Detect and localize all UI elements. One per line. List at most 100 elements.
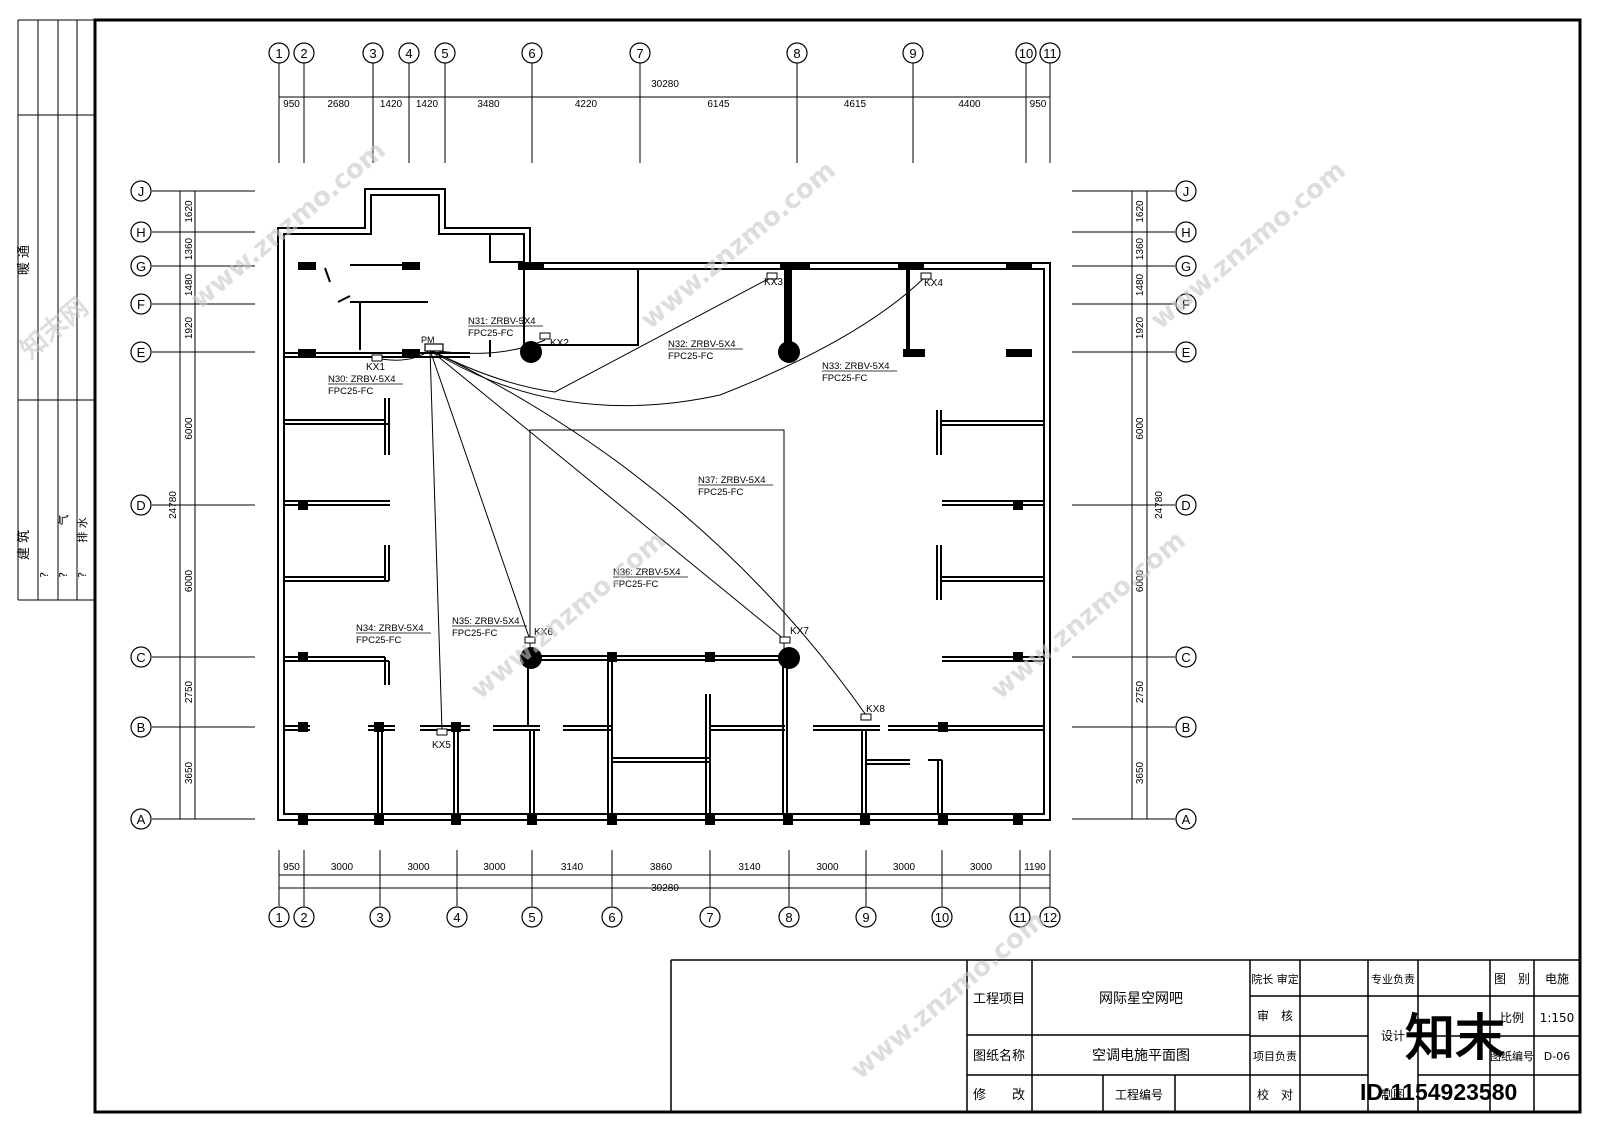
right-axis-A-bubble	[1175, 808, 1197, 830]
top-dim-1: 950	[283, 99, 300, 110]
bottom-axis-5-label: 5	[528, 910, 535, 925]
right-dim-5: 6000	[1135, 417, 1146, 440]
tb-category: 电施	[1545, 972, 1569, 986]
tb-director-review: 院长 审定	[1251, 972, 1299, 986]
circuit-n33-conduit: FPC25-FC	[822, 373, 868, 384]
right-dim-8: 3650	[1135, 761, 1146, 784]
right-axis-J-label: J	[1183, 184, 1190, 199]
right-axis-D-label: D	[1181, 498, 1190, 513]
right-axis-B-label: B	[1182, 720, 1191, 735]
column-11	[298, 500, 308, 510]
outlet-kx6-label: KX6	[534, 627, 553, 638]
column-17	[298, 722, 308, 732]
tb-revise-label: 修 改	[973, 1088, 1025, 1103]
left-axis-J-label: J	[138, 184, 145, 199]
top-axis-9-bubble	[902, 42, 924, 64]
column-16	[1013, 652, 1023, 662]
top-dim-7: 6145	[707, 99, 730, 110]
left-axis-C-label: C	[136, 650, 145, 665]
outlet-kx5-label: KX5	[432, 740, 451, 751]
right-dim-6: 6000	[1135, 569, 1146, 592]
left-axis-J-bubble	[130, 180, 152, 202]
circuit-n30-conduit: FPC25-FC	[328, 386, 374, 397]
outlet-kx7-label: KX7	[790, 626, 809, 637]
watermark-site-2: www.znzmo.com	[635, 155, 841, 335]
left-total-dim: 24780	[168, 491, 179, 519]
left-axis-B-label: B	[137, 720, 146, 735]
outlet-kx3-icon	[766, 272, 778, 280]
right-total-dim: 24780	[1154, 491, 1165, 519]
watermark-logo: 知末	[1405, 1010, 1505, 1066]
panel-pm-icon	[424, 343, 444, 352]
left-axis-A-label: A	[137, 812, 146, 827]
column-28	[860, 815, 870, 825]
outlet-kx7-icon	[779, 636, 791, 644]
right-axis-B-bubble	[1175, 716, 1197, 738]
right-axis-H-bubble	[1175, 221, 1197, 243]
side-hvac: 暖 通	[17, 245, 32, 275]
right-dim-1: 1620	[1135, 200, 1146, 223]
side-q1: ?	[38, 572, 51, 578]
tb-specialty-lead: 专业负责	[1371, 972, 1415, 986]
bottom-dim-9: 3000	[893, 862, 916, 873]
tb-project-name: 网际星空网吧	[1099, 991, 1183, 1007]
column-5	[898, 262, 924, 270]
column-22	[374, 815, 384, 825]
bottom-axis-8-bubble	[778, 906, 800, 928]
bottom-axis-3-bubble	[369, 906, 391, 928]
right-dim-2: 1360	[1135, 237, 1146, 260]
top-axis-5-bubble	[434, 42, 456, 64]
circuit-n37-conduit: FPC25-FC	[698, 487, 744, 498]
right-dim-7: 2750	[1135, 680, 1146, 703]
top-axis-8-label: 8	[793, 46, 800, 61]
column-10	[1006, 349, 1032, 357]
left-dim-6: 6000	[184, 569, 195, 592]
left-dim-8: 3650	[184, 761, 195, 784]
bottom-axis-3-label: 3	[376, 910, 383, 925]
left-dimension-chain: JHGFEDCBA1620136014801920600060002750365…	[130, 180, 255, 830]
top-axis-3-label: 3	[369, 46, 376, 61]
circuit-n31-cable: N31: ZRBV-5X4	[468, 316, 536, 327]
tb-drawing-name: 空调电施平面图	[1092, 1048, 1190, 1064]
tb-scale: 1:150	[1540, 1011, 1575, 1025]
tb-review: 审 核	[1257, 1008, 1293, 1023]
outlet-kx6-icon	[524, 636, 536, 644]
tb-design: 设计	[1381, 1029, 1405, 1043]
top-dim-2: 2680	[327, 99, 350, 110]
bottom-axis-4-bubble	[446, 906, 468, 928]
round-column-2	[778, 341, 800, 363]
column-9	[903, 349, 925, 357]
bottom-axis-11-bubble	[1009, 906, 1031, 928]
left-axis-E-label: E	[137, 345, 146, 360]
column-12	[1013, 500, 1023, 510]
bottom-axis-4-label: 4	[453, 910, 460, 925]
top-axis-6-label: 6	[528, 46, 535, 61]
side-gas: 气	[56, 515, 70, 526]
circuit-n31-conduit: FPC25-FC	[468, 328, 514, 339]
outlet-kx4-icon	[920, 272, 932, 280]
right-axis-E-bubble	[1175, 341, 1197, 363]
right-axis-E-label: E	[1182, 345, 1191, 360]
bottom-dim-3: 3000	[407, 862, 430, 873]
top-axis-4-bubble	[398, 42, 420, 64]
side-strip	[17, 19, 95, 601]
column-25	[607, 815, 617, 825]
circuit-wiring	[374, 277, 925, 731]
column-13	[298, 652, 308, 662]
left-axis-G-bubble	[130, 255, 152, 277]
circuit-n35-cable: N35: ZRBV-5X4	[452, 616, 520, 627]
top-axis-9-label: 9	[909, 46, 916, 61]
watermark-id: ID:1154923580	[1360, 1079, 1517, 1105]
bottom-axis-9-label: 9	[862, 910, 869, 925]
left-axis-C-bubble	[130, 646, 152, 668]
left-axis-A-bubble	[130, 808, 152, 830]
top-dim-10: 950	[1030, 99, 1047, 110]
top-axis-7-label: 7	[636, 46, 643, 61]
left-axis-G-label: G	[136, 259, 146, 274]
column-15	[705, 652, 715, 662]
side-q3: ?	[76, 572, 89, 578]
bottom-axis-9-bubble	[855, 906, 877, 928]
column-7	[298, 349, 316, 357]
column-18	[374, 722, 384, 732]
